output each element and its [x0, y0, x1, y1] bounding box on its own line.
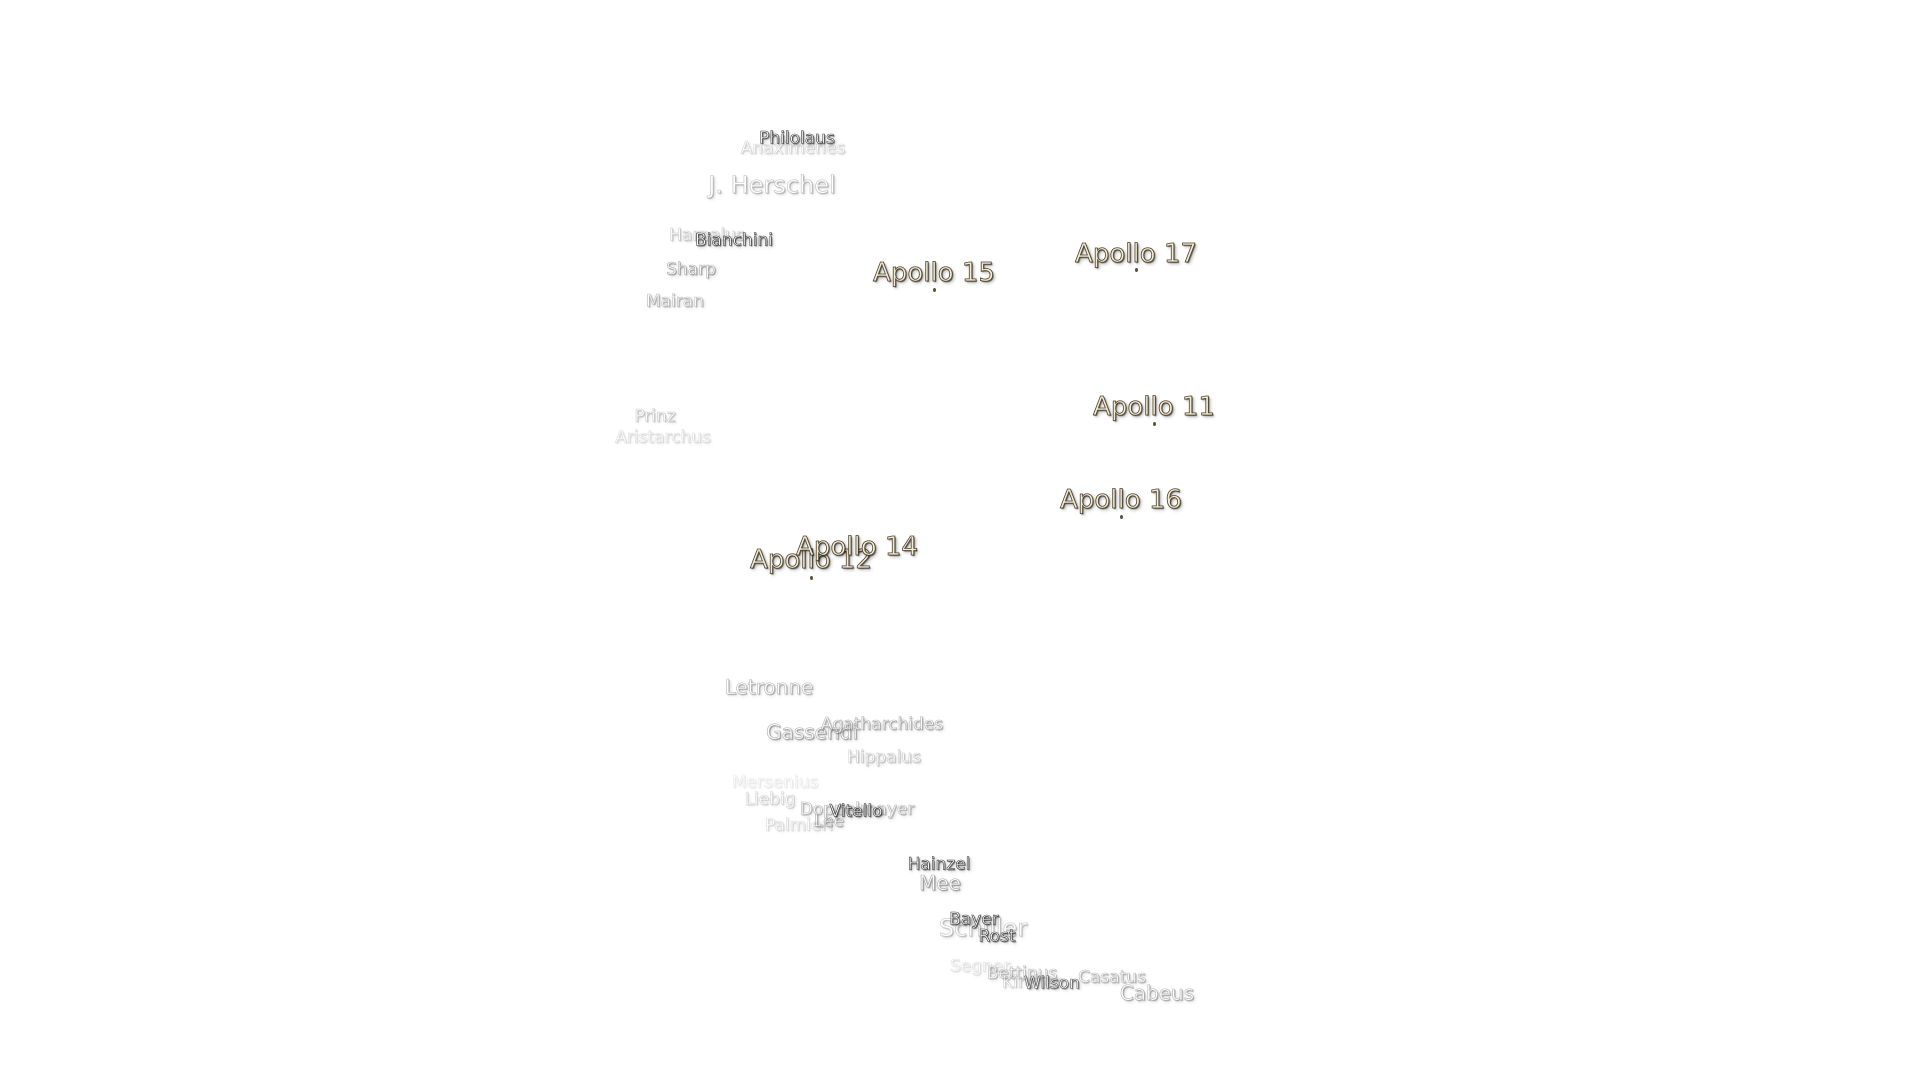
apollo-11-marker [1153, 422, 1156, 426]
crater-label-sharp: Sharp [666, 259, 716, 280]
apollo-17-marker [1135, 268, 1138, 272]
crater-label-agatharchides: Agatharchides [820, 714, 944, 735]
crater-label-doppelmayer: Doppelmayer [799, 799, 915, 820]
crater-label-harpalus: Harpalus [669, 225, 745, 246]
crater-label-cabeus: Cabeus [1119, 981, 1195, 1005]
crater-label-mersenius: Mersenius [731, 772, 819, 793]
apollo-12-marker [810, 576, 813, 580]
crater-label-mairan: Mairan [646, 291, 705, 312]
crater-label-palmieri: Palmieri [764, 815, 834, 836]
crater-label-hainzel: Hainzel [907, 854, 971, 875]
crater-label-schiller: Schiller [938, 914, 1028, 942]
crater-label-vitello: Vitello [829, 801, 883, 822]
crater-label-liebig: Liebig [744, 789, 796, 810]
crater-label-wilson: Wilson [1024, 973, 1081, 994]
crater-label-aristarchus: Aristarchus [615, 427, 711, 448]
crater-label-bettinus: Bettinus [986, 963, 1058, 984]
crater-label-gassendi: Gassendi [766, 720, 858, 744]
crater-label-anaximenes: Anaximenes [740, 138, 846, 159]
crater-label-bianchini: Bianchini [695, 230, 774, 251]
crater-label-hippalus: Hippalus [847, 747, 921, 768]
apollo-16-label: Apollo 16 [1060, 485, 1183, 515]
apollo-17-label: Apollo 17 [1075, 239, 1198, 269]
apollo-12-label: Apollo 12 [750, 545, 873, 575]
crater-label-prinz: Prinz [634, 406, 676, 427]
crater-label-j-herschel: J. Herschel [708, 171, 836, 199]
crater-label-kircher: Kircher [1001, 972, 1063, 993]
crater-label-rost: Rost [978, 926, 1016, 947]
crater-label-lee: Lee [813, 811, 845, 832]
apollo-14-label: Apollo 14 [796, 532, 919, 562]
crater-label-philolaus: Philolaus [759, 128, 835, 149]
apollo-16-marker [1120, 515, 1123, 519]
crater-label-mee: Mee [919, 871, 961, 895]
crater-label-casatus: Casatus [1078, 967, 1146, 988]
apollo-15-marker [933, 288, 936, 292]
apollo-11-label: Apollo 11 [1093, 392, 1216, 422]
apollo-15-label: Apollo 15 [873, 258, 996, 288]
crater-label-bayer: Bayer [949, 909, 999, 930]
crater-label-segner: Segner [949, 956, 1011, 977]
crater-label-letronne: Letronne [724, 675, 814, 699]
